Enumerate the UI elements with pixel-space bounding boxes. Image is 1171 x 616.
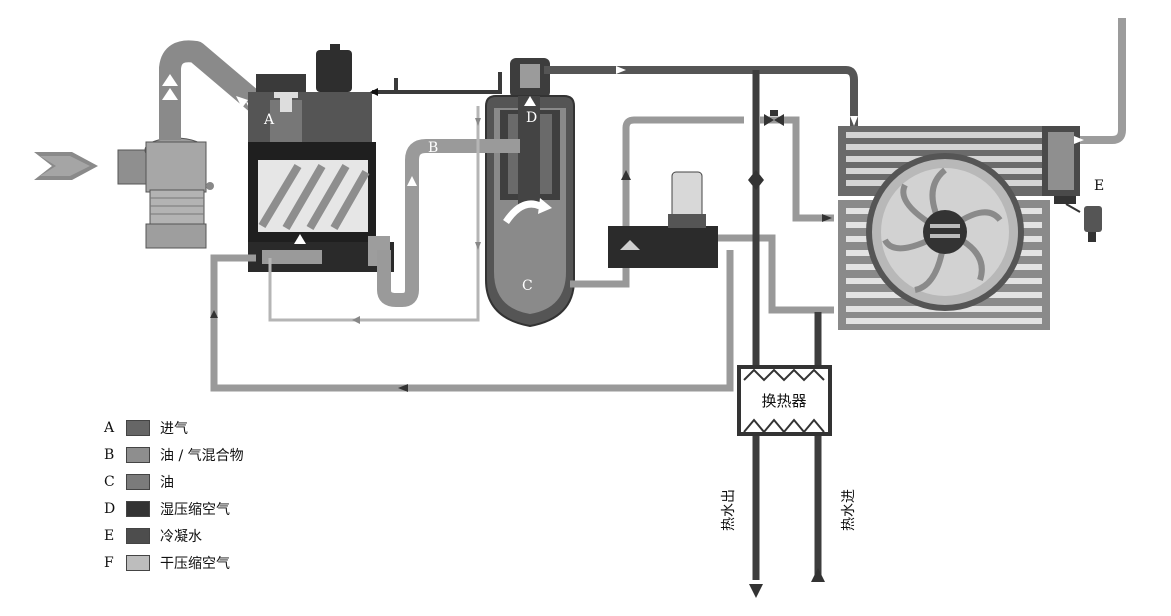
condensate-drain xyxy=(1054,196,1102,242)
intake-hose xyxy=(159,40,270,140)
heat-exchanger-label: 换热器 xyxy=(761,392,806,410)
air-filter xyxy=(117,137,214,249)
legend-text: 湿压缩空气 xyxy=(160,501,230,518)
legend-swatch xyxy=(126,500,150,517)
oil-air-mix-pipe xyxy=(377,139,520,307)
legend-item: D 湿压缩空气 xyxy=(104,495,304,522)
legend-letter: A xyxy=(104,419,115,436)
legend-text: 油 / 气混合物 xyxy=(160,447,244,464)
legend-item: F 干压缩空气 xyxy=(104,549,304,576)
legend-swatch xyxy=(126,473,150,490)
legend-letter: C xyxy=(104,473,115,490)
cooler-in-arrow xyxy=(850,116,858,126)
oil-cooler-arrow xyxy=(822,214,832,222)
oil-return xyxy=(708,234,834,314)
compressor-unit xyxy=(248,44,394,272)
legend-swatch xyxy=(126,446,150,463)
inlet-arrow xyxy=(34,152,98,180)
legend-letter: F xyxy=(104,554,114,571)
legend-item: B 油 / 气混合物 xyxy=(104,441,304,468)
cooling-fan xyxy=(866,153,1024,311)
legend-letter: D xyxy=(104,500,116,517)
legend-text: 油 xyxy=(160,474,174,491)
scavenge-line xyxy=(268,106,480,322)
heat-exchanger xyxy=(737,365,832,436)
legend-swatch xyxy=(126,554,150,571)
legend-swatch xyxy=(126,419,150,436)
scavenge-arrow-3 xyxy=(475,242,481,250)
hot-water-in-label: 热水进 xyxy=(841,489,857,531)
mix-arrow xyxy=(407,176,417,186)
legend-text: 进气 xyxy=(160,420,188,437)
oil-separator xyxy=(485,58,575,328)
oil-filter-unit xyxy=(608,171,718,268)
control-line xyxy=(372,72,502,94)
wet-air-pipe xyxy=(544,66,858,128)
injection-arrow-2 xyxy=(210,310,218,318)
legend-swatch xyxy=(126,527,150,544)
water-flow-arrows xyxy=(749,568,825,598)
scavenge-arrow-2 xyxy=(475,118,481,126)
label-d: D xyxy=(526,110,537,126)
legend-text: 干压缩空气 xyxy=(160,555,230,572)
wet-air-arrow xyxy=(616,66,626,74)
legend-item: E 冷凝水 xyxy=(104,522,304,549)
legend-letter: B xyxy=(104,446,115,463)
legend-text: 冷凝水 xyxy=(160,528,202,545)
scavenge-arrow xyxy=(352,316,360,324)
label-a: A xyxy=(263,112,275,128)
dry-air-arrow xyxy=(1074,136,1084,144)
dry-air-outlet xyxy=(1080,18,1126,144)
hot-water-out-label: 热水出 xyxy=(721,489,737,531)
valves xyxy=(748,110,784,190)
oil-to-cooler xyxy=(760,116,834,222)
oil-arrow xyxy=(621,170,631,180)
legend-item: A 进气 xyxy=(104,414,304,441)
label-e: E xyxy=(1094,178,1104,194)
oil-pipe xyxy=(570,116,744,288)
label-c: C xyxy=(522,278,533,294)
oil-injection-line xyxy=(210,250,734,392)
injection-arrow xyxy=(398,384,408,392)
control-line-arrow xyxy=(370,88,378,96)
legend-letter: E xyxy=(104,527,115,544)
label-b: B xyxy=(428,140,438,156)
